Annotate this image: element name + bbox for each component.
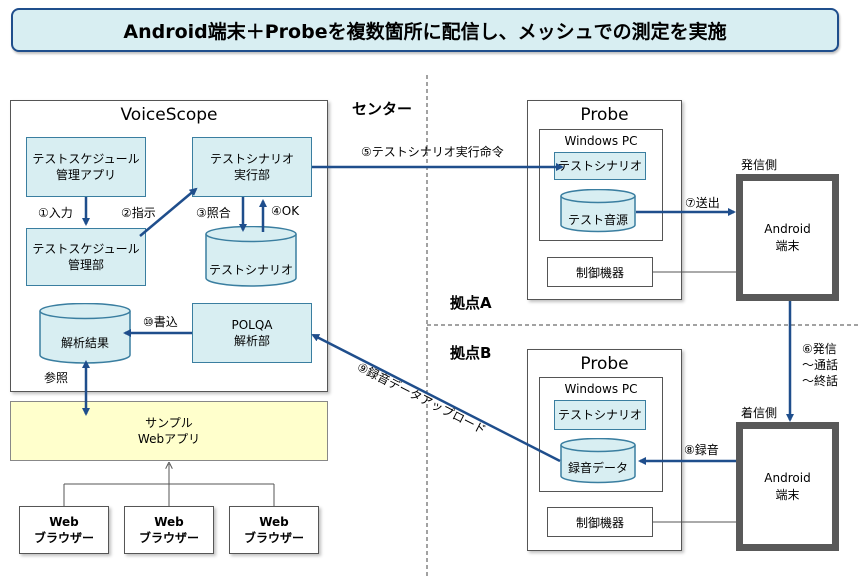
label-call: ⑥発信 ～通話 ～終話 bbox=[802, 342, 839, 388]
label-write: ⑩書込 bbox=[143, 315, 178, 329]
zone-site-a-label: 拠点A bbox=[450, 294, 492, 312]
caller-side-label: 発信側 bbox=[741, 158, 778, 172]
zone-center-label: センター bbox=[352, 100, 413, 118]
label-record: ⑧録音 bbox=[684, 443, 719, 457]
probe-b-pc-label: Windows PC bbox=[564, 382, 638, 396]
zone-site-b-label: 拠点B bbox=[450, 344, 492, 362]
label-send: ⑦送出 bbox=[685, 196, 720, 210]
probe-a-test-source: テスト音源 bbox=[560, 188, 636, 233]
receiver-side-label: 着信側 bbox=[741, 406, 778, 420]
result-db-label: 解析結果 bbox=[60, 336, 109, 350]
web-browser-1: Web ブラウザー bbox=[19, 506, 109, 554]
probe-b-record-data: 録音データ bbox=[560, 437, 636, 484]
scenario-db-label: テストシナリオ bbox=[208, 263, 293, 277]
label-command: ⑤テストシナリオ実行命令 bbox=[361, 145, 504, 159]
label-upload: ⑨録音データアップロード bbox=[354, 359, 489, 438]
database-icon bbox=[205, 225, 297, 287]
android-receiver-device: Android 端末 bbox=[736, 422, 839, 551]
title-banner: Android端末＋Probeを複数箇所に配信し、メッシュでの測定を実施 bbox=[11, 8, 839, 52]
probe-a-scenario-box: テストシナリオ bbox=[554, 152, 646, 180]
probe-b-control-device: 制御機器 bbox=[547, 507, 653, 537]
probe-b-scenario-box: テストシナリオ bbox=[554, 400, 646, 430]
database-icon bbox=[39, 302, 131, 364]
scenario-executor-box: テストシナリオ 実行部 bbox=[192, 137, 312, 197]
label-input: ①入力 bbox=[38, 206, 73, 220]
android-caller-device: Android 端末 bbox=[736, 174, 839, 301]
scenario-database: テストシナリオ bbox=[205, 225, 297, 288]
probe-a-title: Probe bbox=[580, 105, 629, 125]
web-browser-2: Web ブラウザー bbox=[124, 506, 214, 554]
database-icon bbox=[560, 188, 636, 233]
record-data-label: 録音データ bbox=[567, 461, 628, 475]
label-reference: 参照 bbox=[44, 371, 69, 385]
probe-b-title: Probe bbox=[580, 354, 629, 374]
probe-a-control-device: 制御機器 bbox=[547, 257, 653, 287]
sample-webapp-box: サンプル Webアプリ bbox=[10, 401, 328, 461]
title-text: Android端末＋Probeを複数箇所に配信し、メッシュでの測定を実施 bbox=[123, 20, 727, 43]
test-source-label: テスト音源 bbox=[567, 213, 628, 227]
web-browser-3: Web ブラウザー bbox=[229, 506, 319, 554]
polqa-analyzer-box: POLQA 解析部 bbox=[192, 303, 312, 363]
label-match: ③照合 bbox=[196, 206, 231, 220]
result-database: 解析結果 bbox=[39, 302, 131, 365]
schedule-manager-box: テストスケジュール 管理部 bbox=[26, 228, 146, 286]
voicescope-title: VoiceScope bbox=[120, 105, 218, 125]
schedule-app-box: テストスケジュール 管理アプリ bbox=[26, 137, 146, 197]
label-instruct: ②指示 bbox=[121, 206, 156, 220]
label-ok: ④OK bbox=[271, 204, 300, 218]
database-icon bbox=[560, 437, 636, 484]
probe-a-pc-label: Windows PC bbox=[564, 134, 638, 148]
